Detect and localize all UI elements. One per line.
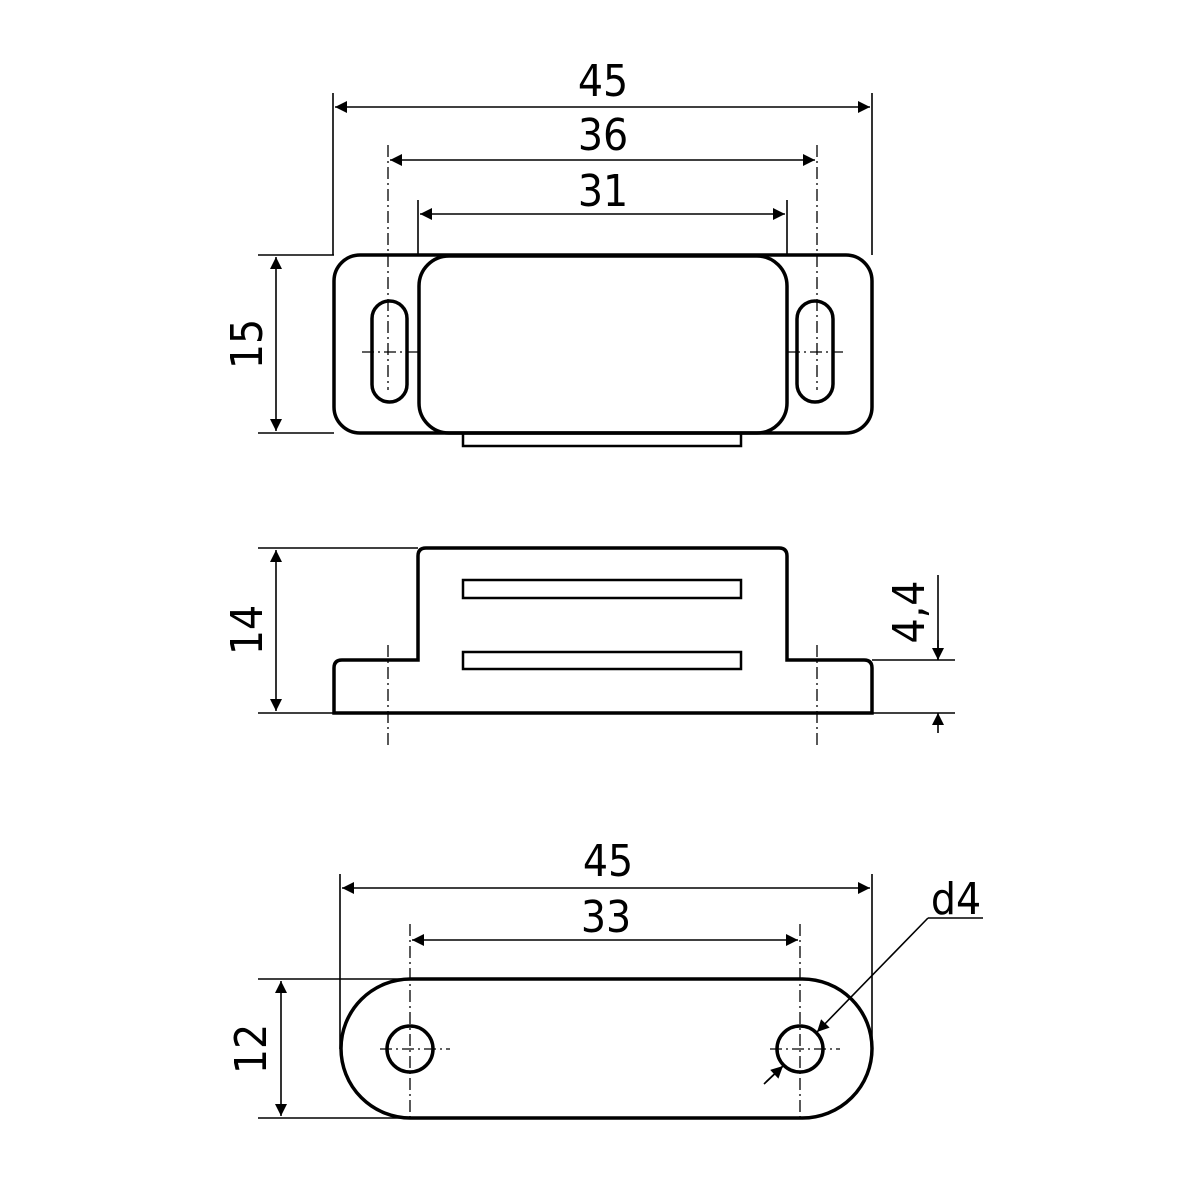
dim-hole-spacing: 33	[581, 892, 631, 943]
dim-base-thickness: 4,4	[884, 581, 935, 644]
dim-cover-width: 31	[578, 166, 628, 217]
dim-height: 12	[226, 1024, 277, 1074]
magnet-slot-upper	[461, 578, 743, 600]
dim-width-overall: 45	[578, 56, 628, 107]
magnet-housing-outline	[417, 254, 789, 435]
dim-height: 14	[222, 605, 273, 655]
dim-hole-diameter: d4	[931, 874, 981, 925]
dim-width-overall: 45	[583, 836, 633, 887]
side-profile-outline	[332, 546, 874, 715]
magnet-slot-lower	[461, 650, 743, 671]
bottom-view: 45 33 12 d4	[226, 836, 983, 1120]
dim-slot-spacing: 36	[578, 110, 628, 161]
dim-height: 15	[222, 319, 273, 369]
top-view: 45 36 31 15	[222, 56, 874, 448]
base-plate-outline	[332, 253, 874, 435]
bottom-tab	[461, 431, 743, 448]
side-view: 14 4,4	[222, 546, 955, 745]
